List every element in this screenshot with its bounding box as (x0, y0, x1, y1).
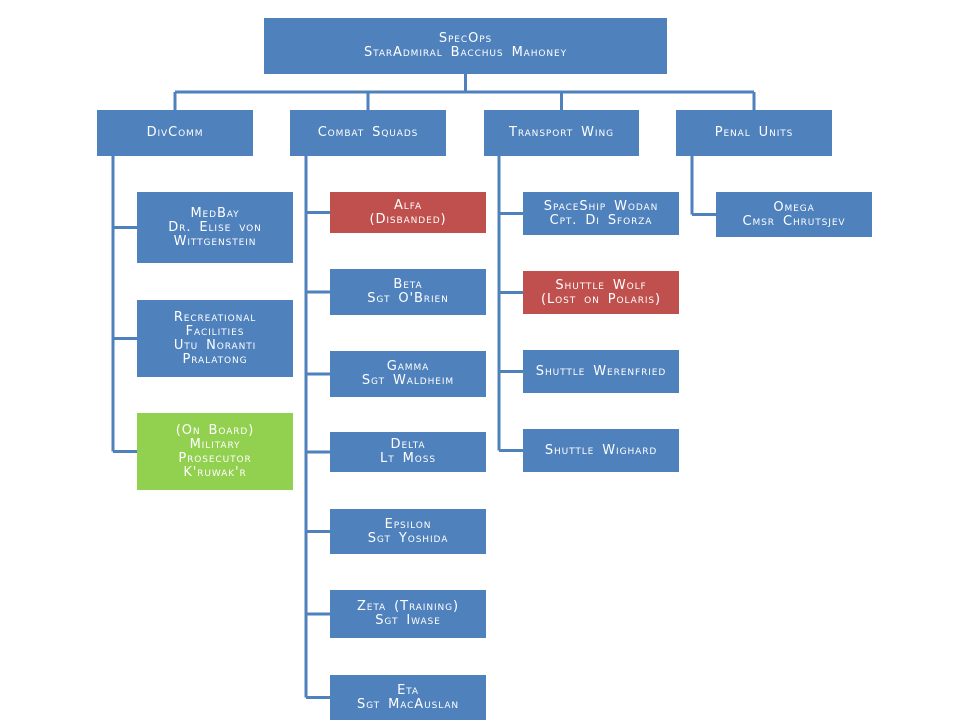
unit-label-line: Cmsr Chrutsjev (742, 213, 846, 229)
unit-label-line: Pralatong (182, 351, 248, 367)
unit-label-line: (On Board) (175, 422, 255, 438)
unit-label-line: (Disbanded) (369, 211, 447, 227)
division-node-transport-wing: Transport Wing (484, 110, 639, 156)
root-commander: StarAdmiral Bacchus Mahoney (363, 45, 568, 60)
unit-label-line: Gamma (386, 359, 430, 374)
unit-label-line: Alfa (393, 197, 422, 213)
division-label: Transport Wing (509, 125, 614, 140)
unit-label-line: K'ruwak'r (183, 464, 247, 480)
unit-label-line: Utu Noranti (173, 337, 257, 353)
unit-node-shuttle-wolf: Shuttle Wolf(Lost on Polaris) (523, 271, 679, 314)
unit-label-line: Sgt Waldheim (361, 373, 455, 388)
unit-label-line: Beta (393, 277, 423, 292)
unit-label-line: Military (189, 436, 241, 452)
unit-label-line: Shuttle Wolf (555, 277, 647, 293)
division-node-combat-squads: Combat Squads (290, 110, 446, 156)
unit-node-shuttle-wighard: Shuttle Wighard (523, 429, 679, 472)
unit-label-line: MedBay (190, 205, 240, 221)
unit-label-line: Sgt MacAuslan (356, 696, 460, 712)
unit-label-line: Sgt Yoshida (367, 530, 449, 546)
division-node-penal-units: Penal Units (676, 110, 832, 156)
unit-label-line: Shuttle Werenfried (535, 363, 667, 379)
unit-label-line: Lt Moss (380, 451, 436, 466)
unit-label-line: Dr. Elise von (168, 219, 262, 235)
division-label: DivComm (146, 125, 204, 140)
unit-label-line: (Lost on Polaris) (541, 291, 661, 307)
division-node-divcomm: DivComm (97, 110, 253, 156)
unit-node-shuttle-werenfried: Shuttle Werenfried (523, 350, 679, 393)
unit-label-line: Eta (397, 682, 419, 698)
unit-label-line: Epsilon (384, 516, 432, 532)
division-label: Combat Squads (317, 125, 419, 140)
unit-label-line: Omega (773, 199, 815, 215)
unit-label-line: Facilities (185, 323, 245, 339)
unit-node-zeta-training: Zeta (Training)Sgt Iwase (330, 590, 486, 638)
unit-label-line: Sgt Iwase (375, 613, 441, 628)
unit-label-line: Prosecutor (178, 450, 252, 466)
unit-label-line: Wittgenstein (173, 233, 257, 249)
unit-label-line: Cpt. Di Sforza (549, 212, 653, 228)
unit-label-line: SpaceShip Wodan (543, 198, 659, 214)
unit-label-line: Zeta (Training) (356, 599, 460, 614)
unit-label-line: Sgt O'Brien (367, 291, 449, 306)
unit-node-alfa: Alfa(Disbanded) (330, 192, 486, 233)
unit-label-line: Delta (390, 437, 426, 452)
unit-label-line: Shuttle Wighard (544, 442, 658, 458)
division-label: Penal Units (714, 125, 794, 140)
unit-label-line: Recreational (173, 309, 257, 325)
root-title: SpecOps (438, 31, 493, 46)
